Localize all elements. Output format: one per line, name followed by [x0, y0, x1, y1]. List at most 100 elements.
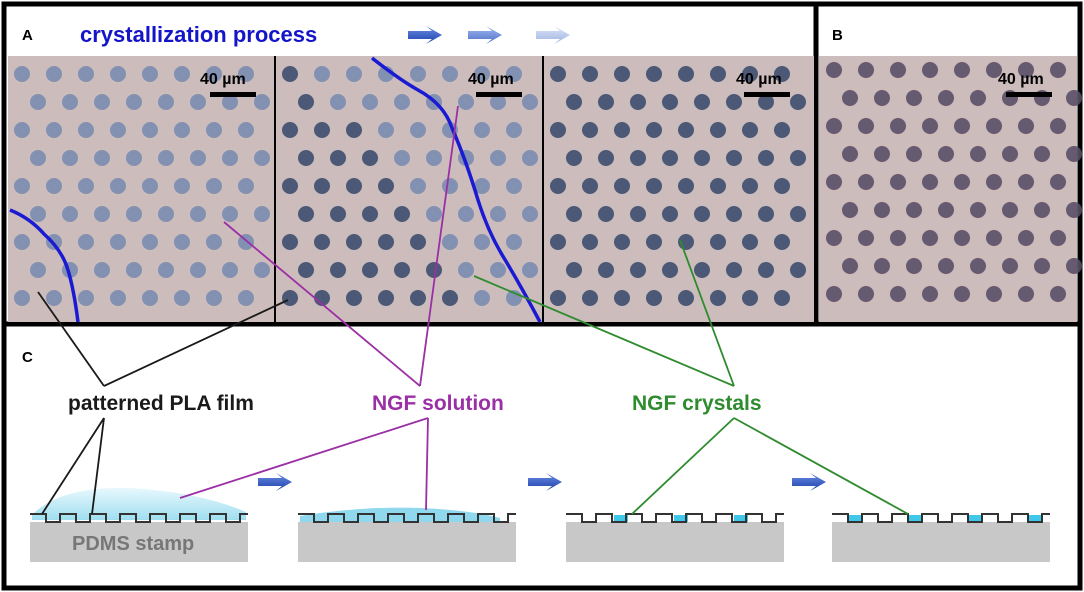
micro-well: [142, 178, 158, 194]
callout-line: [473, 275, 735, 387]
micro-well: [1050, 286, 1066, 302]
micro-well: [522, 150, 538, 166]
micro-well: [954, 62, 970, 78]
micro-well: [566, 150, 582, 166]
micro-well: [662, 206, 678, 222]
micro-well: [646, 290, 662, 306]
micro-well: [94, 262, 110, 278]
micro-well: [694, 94, 710, 110]
scale-bar: 40 µm: [468, 71, 522, 97]
schematic-stage-3: [566, 513, 784, 562]
micro-well: [110, 178, 126, 194]
micro-well: [346, 290, 362, 306]
micro-well: [646, 178, 662, 194]
micro-well: [110, 66, 126, 82]
micro-well: [774, 66, 790, 82]
micro-well: [282, 290, 298, 306]
micro-well: [222, 94, 238, 110]
micro-well: [362, 150, 378, 166]
micro-well: [1018, 174, 1034, 190]
micro-well: [254, 150, 270, 166]
micro-well: [726, 94, 742, 110]
micro-well: [442, 66, 458, 82]
micro-well: [62, 206, 78, 222]
micro-well: [62, 94, 78, 110]
pdms-stamp: [298, 522, 516, 562]
ngf-crystal-deposit: [614, 515, 628, 522]
micro-well: [566, 94, 582, 110]
micro-well: [678, 290, 694, 306]
micro-well: [506, 122, 522, 138]
micro-well: [238, 178, 254, 194]
micro-well: [710, 234, 726, 250]
micro-well: [330, 150, 346, 166]
callout-line: [631, 417, 735, 515]
micro-well: [970, 146, 986, 162]
micro-well: [922, 118, 938, 134]
micro-well: [858, 174, 874, 190]
micro-well: [30, 262, 46, 278]
micro-well: [938, 258, 954, 274]
micro-well: [954, 118, 970, 134]
ngf-solution-label: NGF solution: [372, 392, 504, 415]
micro-well: [126, 206, 142, 222]
micro-well: [986, 286, 1002, 302]
micro-well: [1066, 146, 1082, 162]
pla-film-callouts: [37, 291, 289, 515]
micro-well: [142, 290, 158, 306]
scale-bar: 40 µm: [736, 71, 790, 97]
micro-well: [890, 118, 906, 134]
micro-well: [630, 206, 646, 222]
micro-well: [938, 202, 954, 218]
micro-well: [874, 146, 890, 162]
micro-well: [774, 178, 790, 194]
micro-well: [314, 290, 330, 306]
micro-well: [298, 150, 314, 166]
scale-bar-label: 40 µm: [998, 71, 1044, 88]
micro-well: [566, 206, 582, 222]
micro-well: [458, 206, 474, 222]
micro-well: [174, 122, 190, 138]
micro-well: [346, 66, 362, 82]
micro-well: [742, 234, 758, 250]
micro-well: [826, 230, 842, 246]
micro-well: [614, 290, 630, 306]
callout-line: [179, 417, 429, 499]
micro-well: [46, 66, 62, 82]
micro-well: [630, 150, 646, 166]
micro-well: [790, 94, 806, 110]
micro-well: [842, 202, 858, 218]
micro-well: [238, 66, 254, 82]
micro-well: [394, 150, 410, 166]
schematic-stage-4: [832, 513, 1050, 562]
micro-well: [1018, 62, 1034, 78]
ngf-crystal-deposit: [968, 515, 982, 522]
micro-well: [282, 234, 298, 250]
micro-well: [314, 122, 330, 138]
micro-well: [458, 262, 474, 278]
micro-well: [346, 122, 362, 138]
micro-well: [566, 262, 582, 278]
micro-well: [190, 262, 206, 278]
micro-well: [922, 62, 938, 78]
micro-well: [78, 178, 94, 194]
micro-well: [94, 206, 110, 222]
micro-well: [694, 206, 710, 222]
micro-well: [362, 206, 378, 222]
micro-well: [1050, 118, 1066, 134]
micro-well: [630, 94, 646, 110]
pla-film: [30, 513, 248, 523]
micro-well: [126, 94, 142, 110]
micro-well: [474, 66, 490, 82]
micro-well: [378, 178, 394, 194]
micro-well: [550, 122, 566, 138]
micro-well: [190, 150, 206, 166]
micro-well: [426, 262, 442, 278]
micro-well: [890, 286, 906, 302]
micro-well: [190, 94, 206, 110]
micro-well: [906, 90, 922, 106]
micro-well: [986, 118, 1002, 134]
scale-bar-label: 40 µm: [736, 71, 782, 88]
micro-well: [62, 150, 78, 166]
micro-well: [174, 290, 190, 306]
